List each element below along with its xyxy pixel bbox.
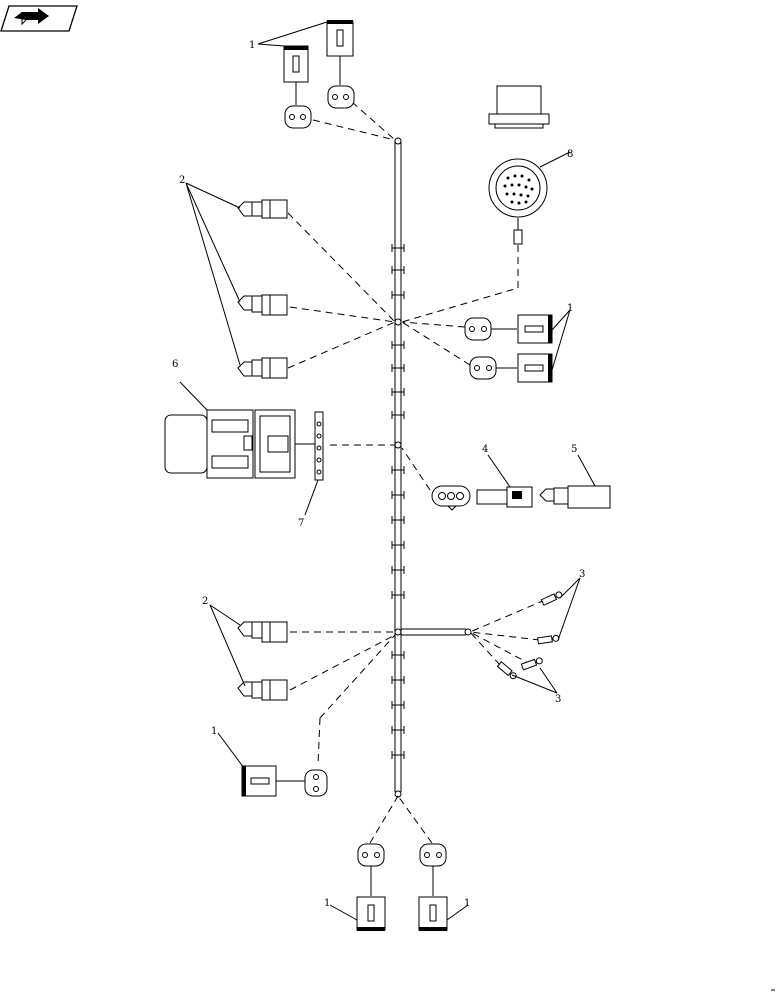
connector-3pin-seal <box>431 485 471 511</box>
callout-8: 8 <box>567 149 573 160</box>
callout-1-bottom-right: 1 <box>464 898 470 909</box>
callout-2-upper: 2 <box>179 175 185 186</box>
connector-8 <box>488 85 571 245</box>
callout-1-right: 1 <box>567 303 573 314</box>
connector-1-right-upper <box>464 314 553 344</box>
connector-5 <box>539 454 611 509</box>
harness-clips <box>391 244 405 759</box>
callout-1-lower-left: 1 <box>211 726 217 737</box>
callout-3-lower: 3 <box>555 694 561 705</box>
connector-2-upper-a <box>237 199 288 219</box>
callout-7: 7 <box>298 518 304 529</box>
callout-1-top: 1 <box>249 40 255 51</box>
connector-2-lower-a <box>237 621 288 643</box>
connector-1-bottom-left <box>329 843 386 931</box>
callout-5: 5 <box>571 444 577 455</box>
connector-2-upper-b <box>237 294 288 316</box>
connector-1-right-lower <box>469 353 553 383</box>
connector-4 <box>476 454 533 508</box>
connector-2-lower-b <box>237 679 288 701</box>
connector-1-bottom-right <box>418 843 469 931</box>
callout-6: 6 <box>172 359 178 370</box>
connector-6 <box>164 381 254 479</box>
leader-lines <box>287 101 546 844</box>
terminal-3-group <box>496 577 581 694</box>
connector-1-top-right <box>326 20 355 109</box>
callout-3-upper: 3 <box>579 569 585 580</box>
callout-2-lower: 2 <box>202 596 208 607</box>
callout-1-bottom-left: 1 <box>324 898 330 909</box>
connector-1-top-left <box>283 45 312 129</box>
connector-2-upper-c <box>237 357 288 379</box>
connector-1-lower-left <box>217 732 328 797</box>
harness-trunk <box>391 137 472 798</box>
connector-7 <box>254 409 324 516</box>
book-arrow-icon[interactable] <box>0 5 78 32</box>
callout-4: 4 <box>482 444 488 455</box>
